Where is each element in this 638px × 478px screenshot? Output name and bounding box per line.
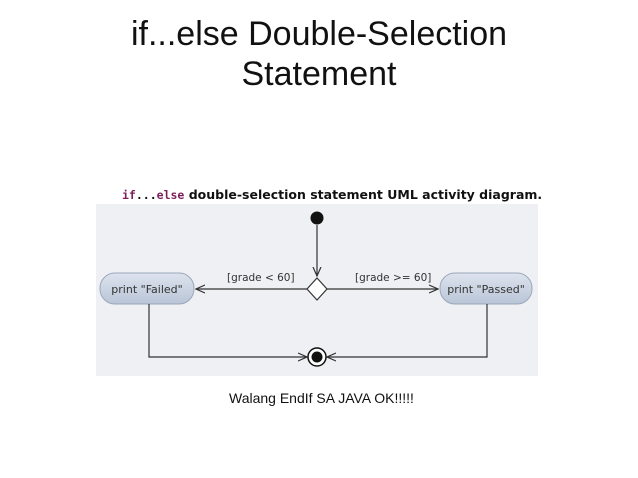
caption-keyword-else: else [156, 188, 185, 202]
activity-diagram-svg: [grade < 60] [grade >= 60] print "Failed… [99, 211, 533, 367]
flow-passed-to-final [327, 304, 488, 357]
flow-failed-to-final [148, 304, 307, 357]
initial-node [310, 211, 324, 225]
slide-note: Walang EndIf SA JAVA OK!!!!! [229, 390, 414, 406]
figure-caption: if...else double-selection statement UML… [118, 184, 542, 206]
action-label-failed: print "Failed" [111, 283, 182, 296]
slide-title-line-1: if...else Double-Selection [130, 15, 508, 53]
action-label-passed: print "Passed" [447, 283, 525, 296]
guard-label-passed: [grade >= 60] [355, 272, 431, 284]
guard-label-failed: [grade < 60] [227, 272, 295, 284]
caption-text: double-selection statement UML activity … [184, 187, 543, 202]
slide-title: if...else Double-Selection Statement [0, 14, 638, 94]
slide-title-line-2: Statement [241, 55, 397, 93]
action-node-passed [439, 272, 533, 305]
activity-diagram: [grade < 60] [grade >= 60] print "Failed… [96, 204, 538, 376]
caption-keyword-if: if [122, 188, 136, 202]
final-node-dot [311, 351, 323, 363]
caption-keyword-dots: ... [135, 188, 157, 202]
action-node-failed [99, 272, 195, 305]
decision-node [306, 277, 328, 301]
